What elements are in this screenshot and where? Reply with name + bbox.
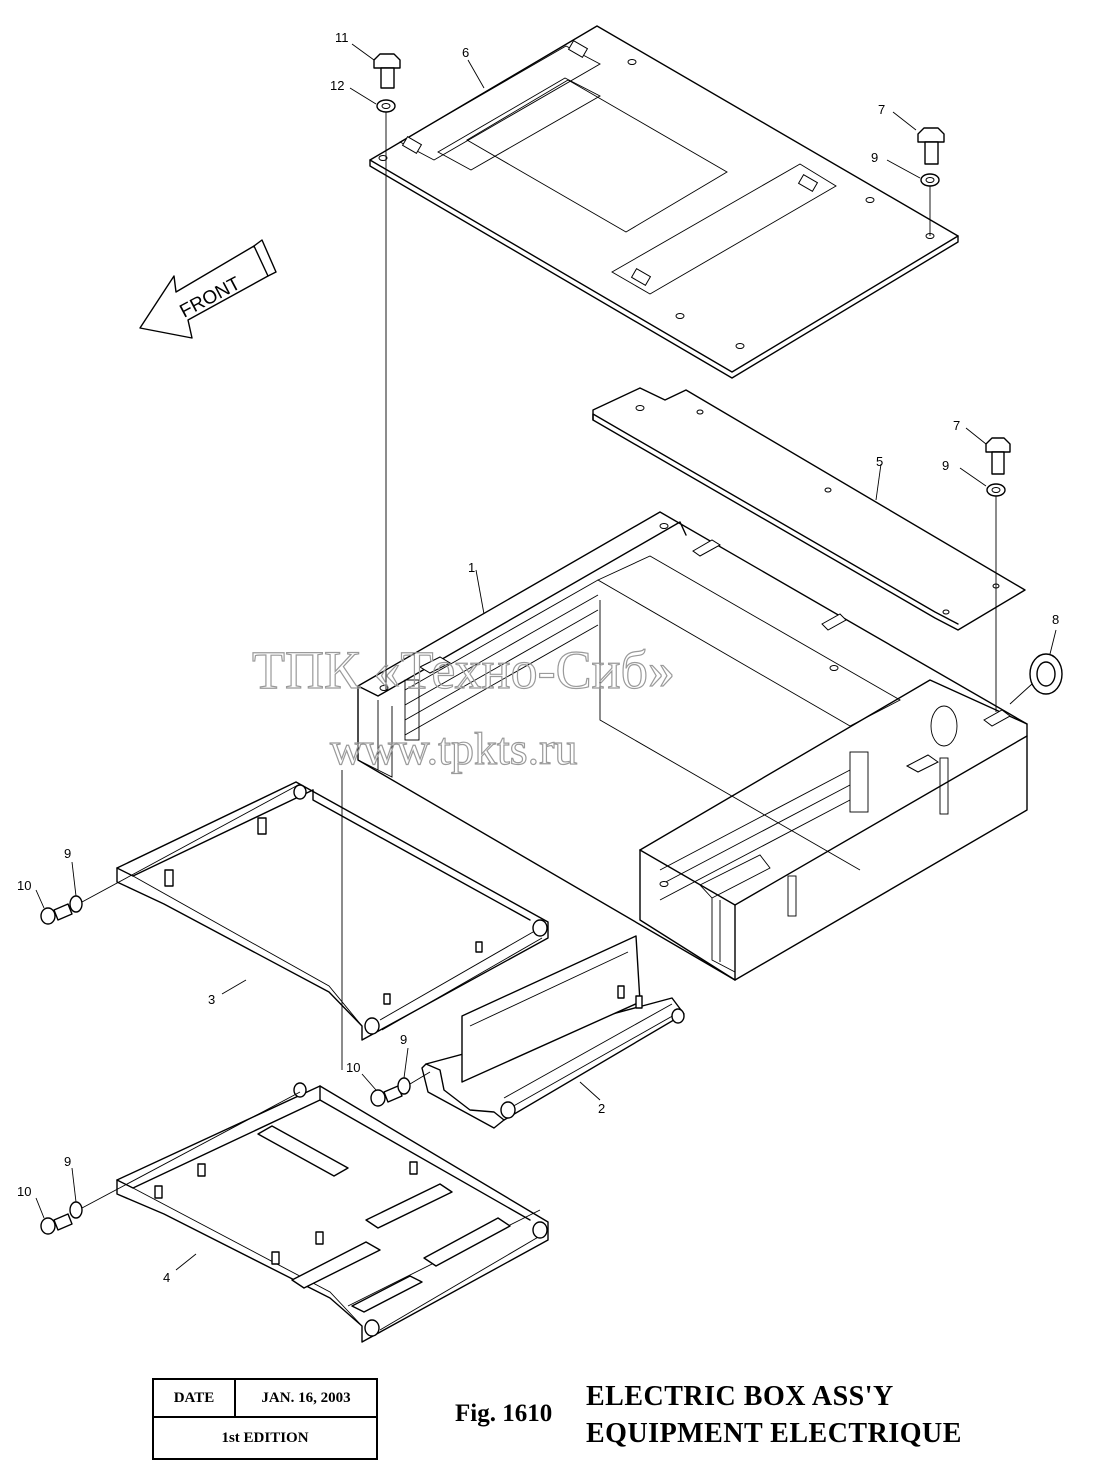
callout-4: 4	[163, 1270, 170, 1285]
callout-9-middle: 9	[942, 458, 949, 473]
callout-9-drawer-3: 9	[64, 846, 71, 861]
bolt-10-drawer-3	[40, 903, 73, 925]
callout-5: 5	[876, 454, 883, 469]
callout-10-drawer-4: 10	[17, 1184, 31, 1199]
callout-1: 1	[468, 560, 475, 575]
callout-3: 3	[208, 992, 215, 1007]
front-direction-arrow: FRONT	[139, 239, 277, 339]
callout-8: 8	[1052, 612, 1059, 627]
washer-9-drawer-2	[397, 1077, 411, 1095]
part-3-drawer-tray	[116, 781, 549, 1041]
callout-11: 11	[335, 30, 349, 45]
bolt-10-drawer-4	[40, 1213, 73, 1235]
callout-7-upper: 7	[878, 102, 885, 117]
bolt-7-upper	[917, 127, 945, 165]
date-edition-box: DATE JAN. 16, 2003 1st EDITION	[152, 1378, 378, 1460]
part-2-small-drawer	[421, 935, 685, 1129]
figure-number: Fig. 1610	[455, 1400, 553, 1427]
callout-2: 2	[598, 1101, 605, 1116]
figure-title-english: ELECTRIC BOX ASS'Y	[586, 1381, 894, 1412]
date-label: DATE	[152, 1378, 236, 1418]
part-1-main-box	[357, 511, 1028, 981]
part-4-large-drawer	[116, 1082, 549, 1343]
callout-9-drawer-2: 9	[400, 1032, 407, 1047]
part-5-cover-strip	[592, 387, 1026, 631]
callout-10-drawer-3: 10	[17, 878, 31, 893]
figure-title-french: EQUIPMENT ELECTRIQUE	[586, 1418, 962, 1449]
assembly-lines	[81, 112, 1033, 1209]
bolt-7-middle	[985, 437, 1011, 475]
bolt-11	[373, 53, 401, 89]
callout-9-upper: 9	[871, 150, 878, 165]
part-8-grommet	[1029, 653, 1063, 695]
callout-10-drawer-2: 10	[346, 1060, 360, 1075]
callout-9-drawer-4: 9	[64, 1154, 71, 1169]
callout-6: 6	[462, 45, 469, 60]
washer-9-upper	[920, 173, 940, 187]
leader-lines	[35, 43, 1057, 1271]
watermark-line-2: www.tpkts.ru	[330, 723, 577, 774]
washer-9-middle	[986, 483, 1006, 497]
callout-12: 12	[330, 78, 344, 93]
washer-9-drawer-3	[69, 895, 83, 913]
washer-9-drawer-4	[69, 1201, 83, 1219]
part-6-top-cover	[369, 25, 959, 379]
washer-12	[376, 99, 396, 113]
callout-numbers: 6 11 12 7 9 5 7 9 8 1 9 10 3 9 10 2 9 10…	[17, 30, 1059, 1285]
date-value: JAN. 16, 2003	[234, 1378, 378, 1418]
callout-7-middle: 7	[953, 418, 960, 433]
edition-label: 1st EDITION	[152, 1416, 378, 1460]
bolt-10-drawer-2	[370, 1085, 403, 1107]
watermark-line-1: ТПК «Техно-Сиб»	[252, 640, 675, 700]
watermark: ТПК «Техно-Сиб» www.tpkts.ru	[251, 639, 675, 774]
